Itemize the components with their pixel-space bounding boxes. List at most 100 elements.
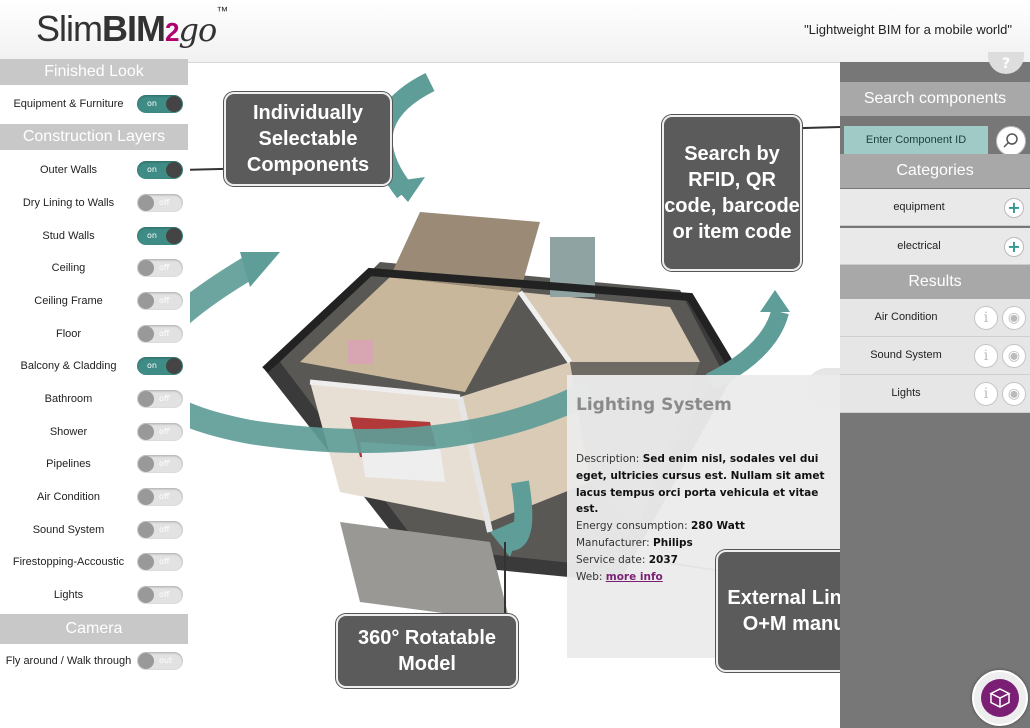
toggle-knob [138, 260, 154, 276]
toggle-bathroom[interactable]: off [137, 390, 183, 408]
layer-label: Equipment & Furniture [13, 98, 124, 110]
layer-label: Firestopping-Accoustic [12, 556, 125, 568]
toggle-state: off [159, 590, 170, 599]
toggle-equipment-furniture[interactable]: on [137, 95, 183, 113]
info-title: Lighting System [576, 395, 732, 415]
toggle-state: off [159, 525, 170, 534]
info-icon[interactable]: i [974, 306, 998, 330]
help-button[interactable]: ? [988, 52, 1024, 74]
inner-wall [309, 379, 461, 400]
layer-label: Ceiling Frame [34, 295, 103, 307]
category-label: electrical [897, 240, 941, 252]
search-panel: ? Search components Enter Component ID C… [840, 52, 1030, 728]
toggle-floor[interactable]: off [137, 325, 183, 343]
web-label: Web: [576, 570, 603, 583]
plus-icon[interactable]: + [1004, 237, 1024, 257]
layers-panel: Finished Look Equipment & Furniture on C… [0, 59, 190, 682]
layer-label: Dry Lining to Walls [22, 197, 115, 209]
toggle-state: off [159, 427, 170, 436]
category-label: equipment [893, 201, 945, 213]
toggle-state: on [147, 231, 157, 240]
layer-row-lights: Lights off [0, 580, 190, 610]
layer-label: Stud Walls [42, 230, 95, 242]
toggle-firestopping[interactable]: off [137, 553, 183, 571]
section-construction-layers: Construction Layers [0, 124, 188, 150]
toggle-shower[interactable]: off [137, 423, 183, 441]
energy-label: Energy consumption: [576, 520, 688, 533]
room-back [390, 212, 540, 292]
toggle-knob [166, 162, 182, 178]
category-electrical[interactable]: electrical + [840, 228, 1030, 265]
toggle-ceiling-frame[interactable]: off [137, 292, 183, 310]
inner-wall [517, 290, 573, 364]
description-value: Sed enim nisl, sodales vel dui eget, ult… [576, 453, 825, 516]
search-icon [1003, 133, 1018, 148]
layer-label: Sound System [32, 524, 105, 536]
toggle-dry-lining[interactable]: off [137, 194, 183, 212]
layer-label: Balcony & Cladding [20, 360, 117, 372]
model-view-button[interactable] [972, 670, 1028, 726]
cube-icon-wrap [981, 679, 1019, 717]
room-right [520, 292, 700, 362]
toggle-state: off [159, 329, 170, 338]
layer-row-stud-walls: Stud Walls on [0, 221, 190, 251]
toggle-state: off [159, 296, 170, 305]
cube-icon [989, 688, 1011, 708]
layer-label: Bathroom [44, 393, 93, 405]
info-icon[interactable]: i [974, 344, 998, 368]
eye-icon[interactable]: ◉ [1002, 344, 1026, 368]
toggle-state: off [159, 492, 170, 501]
toggle-knob [138, 653, 154, 669]
toggle-stud-walls[interactable]: on [137, 227, 183, 245]
layer-row-dry-lining: Dry Lining to Walls off [0, 188, 190, 218]
toggle-knob [138, 293, 154, 309]
toggle-ceiling[interactable]: off [137, 259, 183, 277]
layer-label: Outer Walls [39, 164, 98, 176]
search-button[interactable] [996, 126, 1026, 156]
more-info-link[interactable]: more info [605, 570, 663, 583]
layer-label: Pipelines [46, 458, 91, 470]
toggle-state: off [159, 459, 170, 468]
component-id-input[interactable]: Enter Component ID [844, 126, 988, 154]
layer-row-ceiling-frame: Ceiling Frame off [0, 286, 190, 316]
toggle-knob [138, 424, 154, 440]
callout-search-methods: Search by RFID, QR code, barcode or item… [662, 115, 802, 271]
toggle-fly-walk[interactable]: out [137, 652, 183, 670]
category-equipment[interactable]: equipment + [840, 189, 1030, 226]
section-camera: Camera [0, 614, 188, 644]
toggle-balcony-cladding[interactable]: on [137, 357, 183, 375]
arrowhead [240, 252, 280, 287]
toggle-knob [166, 358, 182, 374]
service-label: Service date: [576, 553, 646, 566]
layer-row-pipelines: Pipelines off [0, 449, 190, 479]
toggle-lights[interactable]: off [137, 586, 183, 604]
toggle-outer-walls[interactable]: on [137, 161, 183, 179]
toggle-sound-system[interactable]: off [137, 521, 183, 539]
eye-icon[interactable]: ◉ [1002, 306, 1026, 330]
section-finished-look: Finished Look [0, 59, 188, 85]
toggle-state: off [159, 557, 170, 566]
wall-picture [348, 340, 374, 364]
toggle-state: on [147, 99, 157, 108]
layer-row-sound-system: Sound System off [0, 515, 190, 545]
plus-icon[interactable]: + [1004, 198, 1024, 218]
layer-label: Air Condition [37, 491, 100, 503]
toggle-knob [138, 195, 154, 211]
info-icon[interactable]: i [974, 382, 998, 406]
toggle-knob [138, 554, 154, 570]
categories-title: Categories [840, 154, 1030, 188]
toggle-state: on [147, 165, 157, 174]
toggle-knob [166, 228, 182, 244]
layer-label: Lights [53, 589, 84, 601]
toggle-knob [138, 489, 154, 505]
toggle-knob [138, 587, 154, 603]
toggle-air-condition[interactable]: off [137, 488, 183, 506]
toggle-pipelines[interactable]: off [137, 455, 183, 473]
eye-icon[interactable]: ◉ [1002, 382, 1026, 406]
toggle-state: off [159, 394, 170, 403]
